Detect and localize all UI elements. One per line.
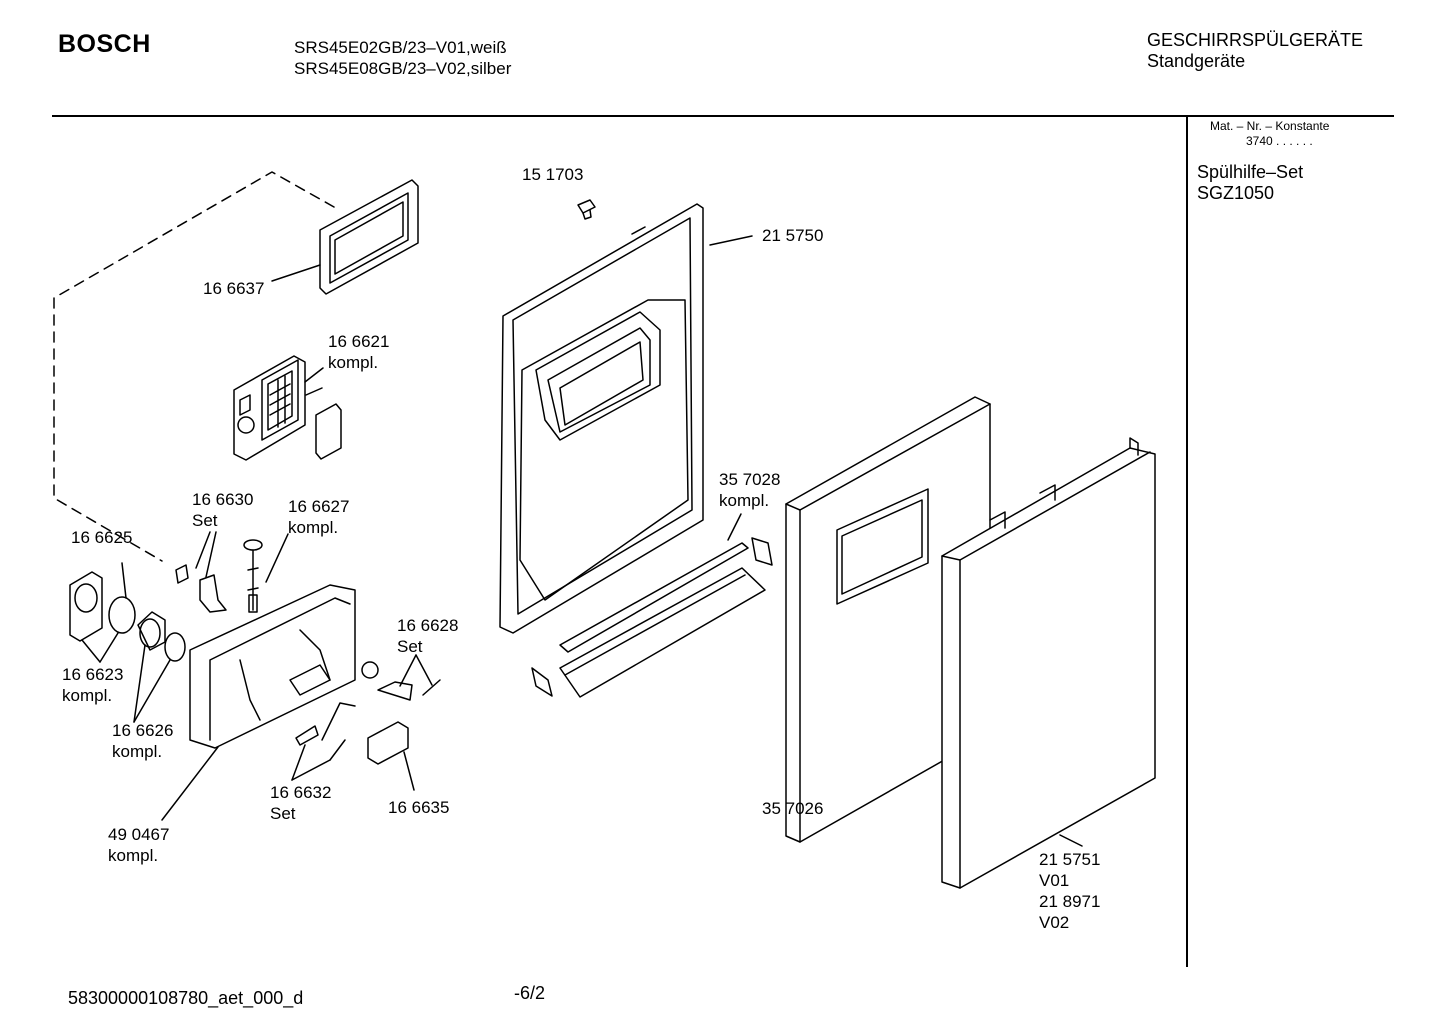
part-note: kompl. (62, 686, 113, 705)
part-label-215751-218971: 21 5751 V01 21 8971 V02 (1039, 849, 1100, 933)
part-label-166623: 16 6623 kompl. (62, 664, 123, 706)
part-label-215750: 21 5750 (762, 226, 824, 245)
part-number: 16 6627 (288, 497, 350, 516)
part-note: kompl. (328, 353, 379, 372)
part-note: kompl. (719, 491, 770, 510)
part-label-166637: 16 6637 (203, 279, 265, 298)
part-label-166627: 16 6627 kompl. (288, 496, 349, 538)
part-number: 35 7028 (719, 470, 781, 489)
part-note: kompl. (112, 742, 163, 761)
part-label-490467: 49 0467 kompl. (108, 824, 169, 866)
model-numbers: SRS45E02GB/23–V01,weiß SRS45E08GB/23–V02… (294, 37, 511, 79)
appliance-category: GESCHIRRSPÜLGERÄTE Standgeräte (1147, 30, 1363, 72)
set-name: Spülhilfe–Set (1197, 162, 1304, 182)
mat-label: Mat. – Nr. – Konstante (1210, 119, 1330, 133)
part-number: 16 6626 (112, 721, 174, 740)
page-number: -6/2 (514, 983, 546, 1003)
front-panel-part (785, 396, 991, 843)
valve-part (243, 539, 263, 613)
part-note: kompl. (108, 846, 159, 865)
category-line-1: GESCHIRRSPÜLGERÄTE (1147, 30, 1364, 50)
part-note: Set (192, 511, 218, 530)
model-line-1: SRS45E02GB/23–V01,weiß (294, 38, 507, 57)
rinse-aid-set-info: Spülhilfe–Set SGZ1050 (1197, 162, 1303, 204)
lever-set-part (295, 702, 356, 761)
part-number: 16 6628 (397, 616, 459, 635)
dispenser-housing-part (189, 584, 356, 749)
part-label-151703: 15 1703 (522, 165, 584, 184)
inner-door-part (499, 203, 704, 634)
mat-value: 3740 . . . . . . (1246, 134, 1313, 148)
header-divider (52, 115, 1394, 117)
part-number: 16 6621 (328, 332, 390, 351)
document-id: 58300000108780_aet_000_d (68, 988, 304, 1008)
seal-ring-part (108, 596, 136, 634)
cap-cover-part (69, 571, 103, 642)
model-line-2: SRS45E08GB/23–V02,silber (294, 59, 512, 78)
dispenser-cover-part (233, 355, 342, 461)
side-divider (1186, 117, 1188, 967)
decor-panel-part (941, 437, 1156, 889)
part-label-166628: 16 6628 Set (397, 615, 458, 657)
part-note: Set (397, 637, 423, 656)
part-label-166621: 16 6621 kompl. (328, 331, 389, 373)
part-label-166632: 16 6632 Set (270, 782, 331, 824)
part-number: 49 0467 (108, 825, 170, 844)
part-note: Set (270, 804, 296, 823)
clip-set-part (175, 564, 227, 613)
part-number: 16 6623 (62, 665, 124, 684)
variant-code: V01 (1039, 871, 1070, 890)
variant-code: V02 (1039, 913, 1070, 932)
frame-gasket-part (319, 179, 419, 295)
switch-part (367, 721, 409, 765)
set-code: SGZ1050 (1197, 183, 1275, 203)
threaded-fitting-part (137, 611, 186, 662)
part-note: kompl. (288, 518, 339, 537)
part-label-166625: 16 6625 (71, 528, 133, 547)
screw-part (577, 199, 596, 220)
part-label-357026: 35 7026 (762, 799, 824, 818)
lower-rail-part (531, 537, 773, 698)
part-label-166630: 16 6630 Set (192, 489, 253, 531)
spring-set-part (361, 661, 441, 701)
part-label-166626: 16 6626 kompl. (112, 720, 173, 762)
part-number: 16 6630 (192, 490, 254, 509)
part-number: 21 5751 (1039, 850, 1101, 869)
part-number: 16 6632 (270, 783, 332, 802)
assembly-dashed-line (53, 171, 335, 562)
category-line-2: Standgeräte (1147, 51, 1246, 71)
part-label-166635: 16 6635 (388, 798, 450, 817)
material-number-info: Mat. – Nr. – Konstante 3740 . . . . . . (1210, 119, 1329, 149)
brand-logo: BOSCH (58, 30, 151, 58)
part-number: 21 8971 (1039, 892, 1101, 911)
part-label-357028: 35 7028 kompl. (719, 469, 780, 511)
